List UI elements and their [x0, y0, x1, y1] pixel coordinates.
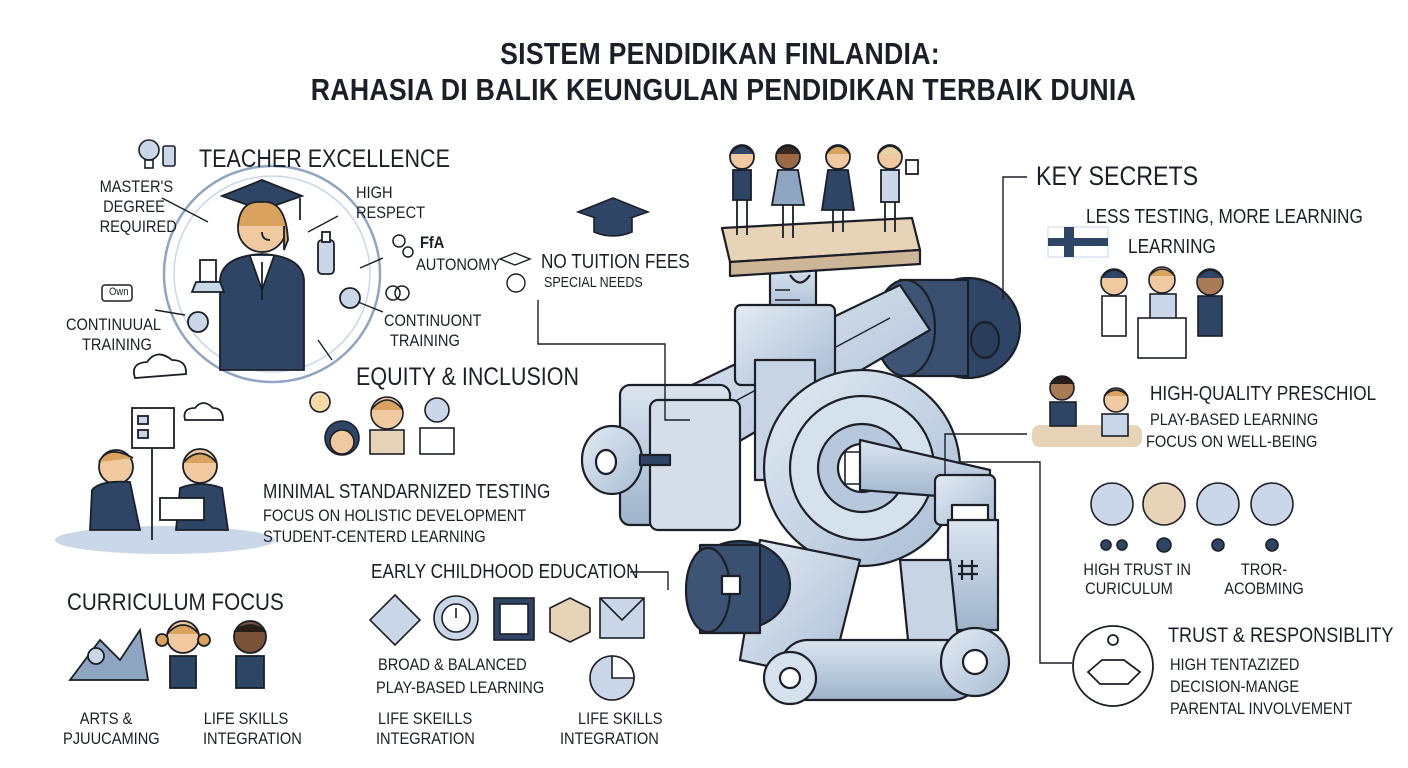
teacher-excellence-diagram: [162, 164, 382, 384]
key-secrets-heading: KEY SECRETS: [1036, 161, 1199, 191]
preschool-play-label: PLAY-BASED LEARNING: [1150, 410, 1319, 429]
pie-icon: [589, 655, 635, 701]
autonomy-label: AUTONOMY: [416, 255, 501, 274]
life-skills-line-1: LIFE SKILLS: [203, 709, 289, 728]
bottom-right-wheel: [939, 626, 1011, 698]
early-life-1-line-1: LIFE SKEILLS: [378, 709, 473, 728]
early-childhood-icons: [368, 593, 645, 701]
broad-balanced-label: BROAD & BALANCED: [378, 655, 527, 674]
boy-figure: [233, 620, 267, 689]
holistic-development-label: FOCUS ON HOLISTIC DEVELOPMENT: [263, 506, 527, 525]
center-leader-lines: [537, 176, 1072, 664]
masters-line-3: REQUIRED: [99, 217, 177, 236]
children-on-platform: [729, 144, 919, 238]
high-respect-line-1: HIGH: [356, 183, 393, 202]
title-line-2: RAHASIA DI BALIK KEUNGULAN PENDIDIKAN TE…: [310, 72, 1137, 107]
early-childhood-heading: EARLY CHILDHOOD EDUCATION: [371, 561, 639, 583]
arts-line-1: ARTS &: [79, 709, 133, 728]
play-based-label: PLAY-BASED LEARNING: [376, 678, 545, 697]
preschool-heading: HIGH-QUALITY PRESCHIOL: [1150, 383, 1377, 405]
bottle-icon: [317, 231, 335, 275]
trust-responsibility-heading: TRUST & RESPONSIBLITY: [1168, 624, 1394, 647]
trust-line-3: PARENTAL INVOLVEMENT: [1170, 699, 1353, 718]
student-centered-label: STUDENT-CENTERD LEARNING: [263, 527, 486, 546]
pen-icon: [162, 145, 176, 167]
early-life-2-line-1: LIFE SKILLS: [578, 709, 663, 728]
diamond-craft-icon: [368, 593, 422, 647]
handshake-icon: [1072, 625, 1154, 707]
tror-line-2: ACOBMING: [1224, 579, 1304, 598]
badge-icon: [101, 284, 133, 302]
reading-children-illustration: [55, 353, 275, 554]
rings-icon: [385, 285, 410, 301]
teacher-figure: [219, 179, 305, 371]
equity-icons: [309, 391, 455, 456]
continual-line-1: CONTINUUAL: [66, 315, 162, 334]
teacher-excellence-heading: TEACHER EXCELLENCE: [199, 145, 450, 173]
no-tuition-fees-label: NO TUITION FEES: [541, 251, 690, 273]
framed-picture-icon: [493, 597, 535, 641]
arts-line-2: PJUUCAMING: [63, 729, 160, 748]
preschool-wellbeing-label: FOCUS ON WELL-BEING: [1146, 432, 1318, 451]
masters-line-1: MASTER'S: [99, 177, 174, 196]
special-needs-label: SPECIAL NEEDS: [544, 275, 643, 291]
less-testing-line-1: LESS TESTING, MORE LEARNING: [1086, 206, 1363, 228]
box-icon: [549, 597, 591, 643]
continuont-line-1: CONTINUONT: [384, 311, 482, 330]
girl-figure: [155, 620, 211, 689]
equity-inclusion-heading: EQUITY & INCLUSION: [356, 363, 580, 391]
trust-line-2: DECISION-MANGE: [1170, 677, 1300, 696]
secret-round-icons: [1090, 482, 1294, 553]
children-platform: [720, 216, 922, 284]
minimal-testing-heading: MINIMAL STANDARNIZED TESTING: [263, 481, 551, 503]
left-gear-assembly: [580, 383, 742, 532]
clock-icon: [433, 595, 479, 641]
continual-line-2: TRAINING: [82, 335, 152, 354]
lightbulb-icon: [138, 139, 160, 169]
own-tag: Own: [109, 286, 129, 298]
child-2: [770, 144, 806, 238]
central-machine-illustration: [580, 216, 1022, 706]
dark-drum-bottom-left: [684, 539, 792, 635]
grad-cap-icon: [575, 197, 651, 237]
tror-line-1: TROR-: [1240, 560, 1288, 579]
small-cap-icon: [498, 252, 532, 266]
child-4: [877, 144, 919, 232]
curriculum-focus-heading: CURRICULUM FOCUS: [67, 589, 284, 616]
continuont-line-2: TRAINING: [390, 331, 460, 350]
masters-line-2: DEGREE: [103, 197, 165, 216]
autonomy-tag: FfA: [420, 233, 445, 252]
teacher-leader-lines: [154, 197, 384, 361]
right-arm: [933, 473, 1000, 632]
title-line-1: SISTEM PENDIDIKAN FINLANDIA:: [500, 36, 940, 71]
child-1: [729, 144, 755, 235]
three-children-icon: [1100, 266, 1224, 359]
early-life-2-line-2: INTEGRATION: [560, 729, 659, 748]
people-icon: [392, 234, 414, 258]
less-testing-line-2: LEARNING: [1128, 236, 1216, 258]
envelope-icon: [599, 597, 645, 639]
flask-icon: [190, 259, 226, 293]
trust-line-1: HIGH TENTAZIZED: [1170, 655, 1300, 674]
clock-small-icon: [506, 273, 526, 293]
bottom-pipe: [762, 638, 982, 706]
early-life-1-line-2: INTEGRATION: [376, 729, 475, 748]
finland-flag-icon: [1047, 226, 1109, 258]
curriculum-icons: [68, 620, 267, 689]
arts-mountain-icon: [68, 627, 150, 681]
child-3: [820, 144, 856, 232]
trust-curriculum-line-2: CURICULUM: [1085, 579, 1173, 598]
life-skills-line-2: INTEGRATION: [203, 729, 302, 748]
preschool-kids-icon: [1032, 375, 1142, 447]
trust-curriculum-line-1: HIGH TRUST IN: [1083, 560, 1191, 579]
high-respect-line-2: RESPECT: [356, 203, 426, 222]
